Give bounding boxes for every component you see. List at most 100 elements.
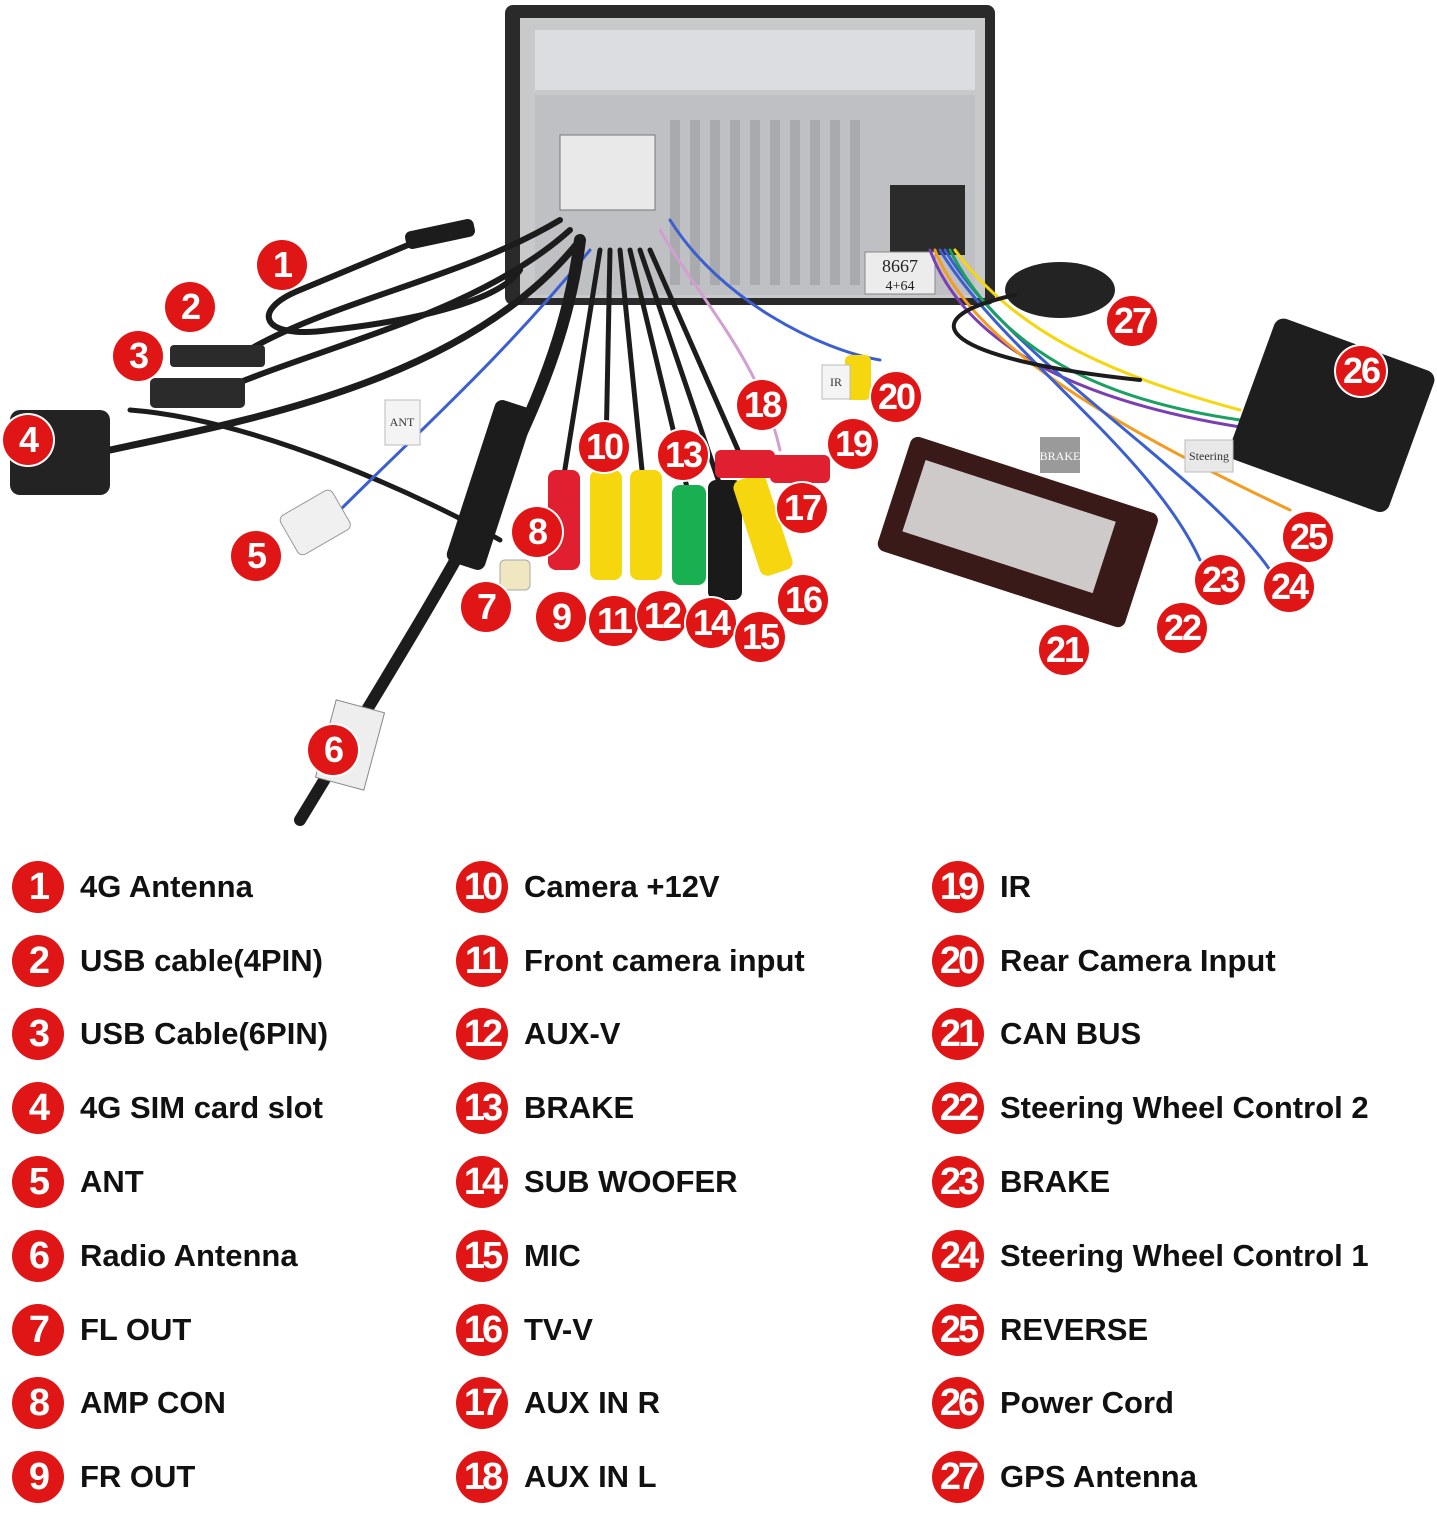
tag-ant: ANT	[390, 415, 415, 429]
callout-11: 11	[589, 596, 639, 646]
legend-label: Steering Wheel Control 1	[1000, 1237, 1369, 1273]
legend-label: Radio Antenna	[80, 1237, 298, 1273]
callout-10: 10	[579, 422, 629, 472]
model-label: 8667	[882, 256, 918, 276]
legend-number: 11	[456, 934, 508, 987]
legend-label: IR	[1000, 868, 1031, 904]
callout-25: 25	[1283, 512, 1333, 562]
callout-3: 3	[113, 331, 163, 381]
tag-steering: Steering	[1189, 449, 1229, 463]
callout-21: 21	[1039, 625, 1089, 675]
legend-item: 16 TV-V	[456, 1293, 805, 1367]
head-unit: 8667 4+64	[505, 5, 995, 305]
legend-label: Front camera input	[524, 942, 805, 978]
callout-16: 16	[778, 575, 828, 625]
callout-4: 4	[3, 415, 53, 465]
legend-label: ANT	[80, 1164, 144, 1200]
legend-label: Steering Wheel Control 2	[1000, 1090, 1369, 1126]
legend-number: 16	[456, 1303, 508, 1356]
callout-27: 27	[1107, 296, 1157, 346]
legend-item: 2 USB cable(4PIN)	[12, 924, 328, 998]
legend-item: 11 Front camera input	[456, 924, 805, 998]
callout-20: 20	[871, 372, 921, 422]
legend-number: 2	[12, 934, 64, 987]
callout-7: 7	[461, 582, 511, 632]
legend-number: 27	[932, 1451, 984, 1504]
callout-9: 9	[536, 592, 586, 642]
legend-item: 14 SUB WOOFER	[456, 1145, 805, 1219]
callout-2: 2	[165, 282, 215, 332]
spec-label: 4+64	[886, 279, 915, 294]
legend-number: 17	[456, 1377, 508, 1430]
legend-number: 4	[12, 1082, 64, 1135]
legend-item: 9 FR OUT	[12, 1440, 328, 1514]
tag-ir: IR	[830, 375, 842, 389]
callout-24: 24	[1264, 562, 1314, 612]
legend-label: 4G SIM card slot	[80, 1090, 323, 1126]
legend-label: Power Cord	[1000, 1385, 1174, 1421]
tag-brake: BRAKE	[1040, 449, 1081, 463]
legend-number: 20	[932, 934, 984, 987]
legend-label: AMP CON	[80, 1385, 226, 1421]
legend-number: 18	[456, 1451, 508, 1504]
rca-plugs	[499, 355, 871, 600]
legend-number: 3	[12, 1008, 64, 1061]
legend-number: 26	[932, 1377, 984, 1430]
legend-label: FR OUT	[80, 1459, 196, 1495]
legend-item: 24 Steering Wheel Control 1	[932, 1219, 1369, 1293]
legend-label: AUX IN L	[524, 1459, 657, 1495]
callout-22: 22	[1157, 603, 1207, 653]
callout-6: 6	[308, 725, 358, 775]
heatsink	[670, 120, 860, 285]
legend-label: Rear Camera Input	[1000, 942, 1276, 978]
callout-14: 14	[686, 598, 736, 648]
legend-item: 20 Rear Camera Input	[932, 924, 1369, 998]
callout-1: 1	[257, 240, 307, 290]
legend-number: 9	[12, 1451, 64, 1504]
legend-item: 7 FL OUT	[12, 1293, 328, 1367]
legend-label: TV-V	[524, 1311, 593, 1347]
legend-label: 4G Antenna	[80, 868, 253, 904]
legend-label: USB Cable(6PIN)	[80, 1016, 329, 1052]
legend-label: SUB WOOFER	[524, 1164, 738, 1200]
legend-label: FL OUT	[80, 1311, 192, 1347]
legend-label: MIC	[524, 1237, 581, 1273]
legend-label: BRAKE	[524, 1090, 635, 1126]
legend-number: 21	[932, 1008, 984, 1061]
legend-label: BRAKE	[1000, 1164, 1111, 1200]
legend-item: 6 Radio Antenna	[12, 1219, 328, 1293]
legend-number: 8	[12, 1377, 64, 1430]
legend-item: 17 AUX IN R	[456, 1367, 805, 1441]
legend-number: 22	[932, 1082, 984, 1135]
legend-number: 7	[12, 1303, 64, 1356]
callout-23: 23	[1195, 555, 1245, 605]
legend-label: USB cable(4PIN)	[80, 942, 323, 978]
legend-item: 18 AUX IN L	[456, 1440, 805, 1514]
legend-number: 12	[456, 1008, 508, 1061]
legend-number: 24	[932, 1229, 984, 1282]
legend-label: AUX IN R	[524, 1385, 661, 1421]
legend-item: 4 4G SIM card slot	[12, 1071, 328, 1145]
legend-number: 23	[932, 1156, 984, 1209]
callout-26: 26	[1336, 346, 1386, 396]
legend-item: 23 BRAKE	[932, 1145, 1369, 1219]
legend-label: CAN BUS	[1000, 1016, 1142, 1052]
cable-tags: ANT IR BRAKE Steering	[384, 364, 1234, 473]
legend-number: 14	[456, 1156, 508, 1209]
wiring-harness-illustration: 8667 4+64	[10, 5, 1435, 826]
legend-number: 25	[932, 1303, 984, 1356]
callout-17: 17	[777, 483, 827, 533]
legend-number: 6	[12, 1229, 64, 1282]
legend-item: 3 USB Cable(6PIN)	[12, 998, 328, 1072]
legend-number: 13	[456, 1082, 508, 1135]
legend-label: REVERSE	[1000, 1311, 1149, 1347]
legend-label: Camera +12V	[524, 868, 720, 904]
